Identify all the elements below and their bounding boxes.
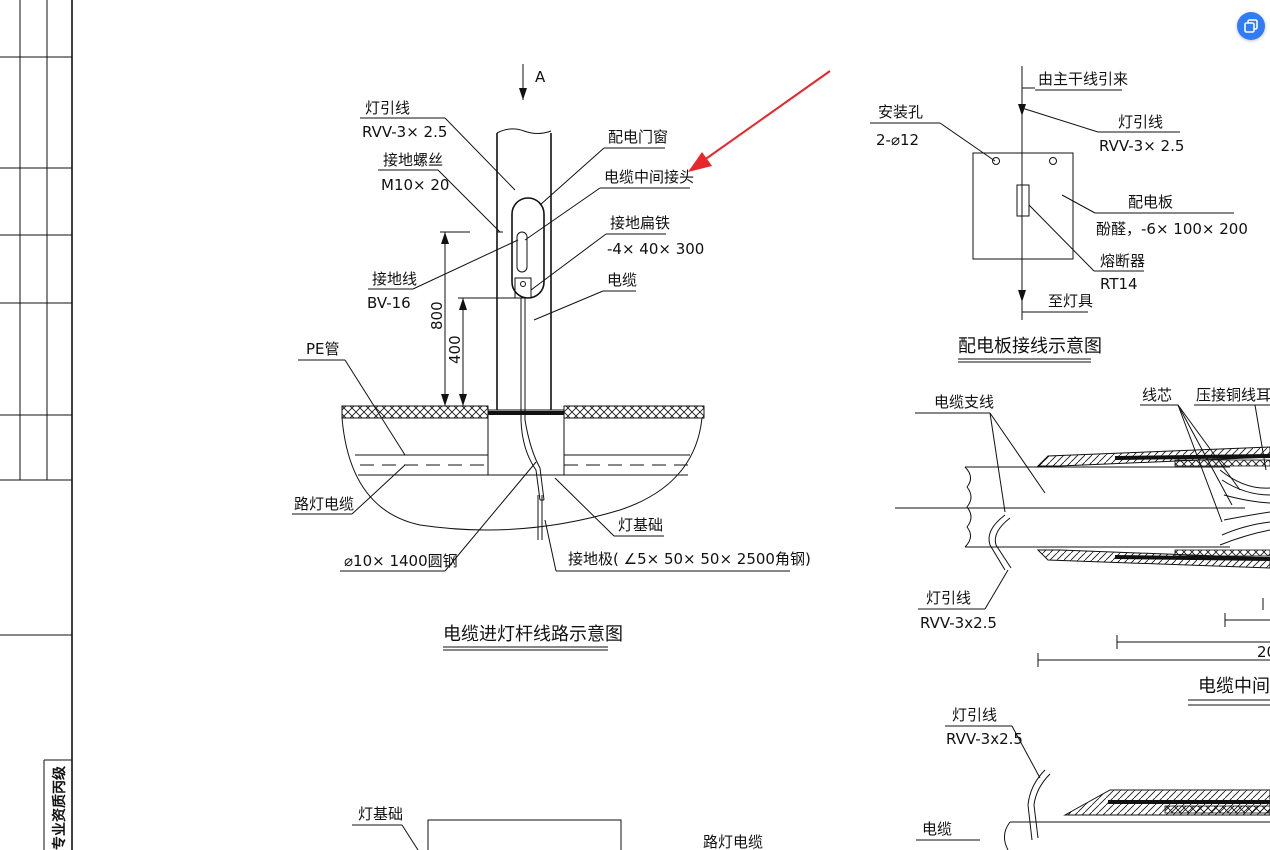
label-ground-wire: 接地线 [372, 270, 417, 288]
label-ground-plate: 接地极( ∠5× 50× 50× 2500角钢) [568, 550, 811, 568]
label-flat-iron: 接地扁铁 [610, 214, 670, 232]
board-diagram: 由主干线引来 安装孔 2-⌀12 灯引线 RVV-3× 2.5 配电板 酚醛，-… [870, 66, 1248, 363]
pole-diagram: A 800 [292, 64, 811, 651]
bottom-partial-diagrams: 灯引线 RVV-3x2.5 电缆 灯基础 路灯电缆 [352, 706, 1270, 850]
bottom-label-cable: 电缆 [922, 820, 952, 838]
board-diagram-title: 配电板接线示意图 [958, 336, 1102, 357]
copy-icon [1244, 19, 1258, 33]
joint-label-branch: 电缆支线 [934, 393, 994, 411]
vertical-credential-text: 专业资质丙级 [51, 765, 68, 850]
annotation-arrow [688, 70, 831, 172]
title-block-strip: 专业资质丙级 [0, 0, 73, 850]
joint-label-lamp-wire: 灯引线 [926, 589, 971, 607]
board-label-hole-spec: 2-⌀12 [876, 131, 919, 149]
board-label-fuse-spec: RT14 [1100, 275, 1138, 293]
dim-800: 800 [428, 301, 446, 330]
board-label-from-main: 由主干线引来 [1038, 70, 1128, 88]
pole-diagram-title: 电缆进灯杆线路示意图 [443, 624, 623, 645]
joint-label-lug: 压接铜线耳 [1196, 386, 1270, 404]
board-label-lamp-wire: 灯引线 [1118, 113, 1163, 131]
joint-label-lamp-wire-spec: RVV-3x2.5 [920, 614, 997, 632]
label-door: 配电门窗 [608, 128, 668, 146]
bottom-label-foundation: 灯基础 [358, 805, 403, 823]
label-flat-iron-spec: -4× 40× 300 [607, 240, 704, 258]
label-street-cable: 路灯电缆 [294, 495, 354, 513]
board-label-fuse: 熔断器 [1100, 252, 1145, 270]
label-lamp-wire-spec: RVV-3× 2.5 [362, 123, 447, 141]
board-label-lamp-wire-spec: RVV-3× 2.5 [1099, 137, 1184, 155]
label-ground-wire-spec: BV-16 [367, 294, 411, 312]
label-joint: 电缆中间接头 [604, 168, 694, 186]
joint-diagram: 电缆支线 线芯 压接铜线耳 灯引线 RVV-3x2.5 20 电缆中间接 [895, 386, 1270, 706]
board-label-board: 配电板 [1128, 193, 1173, 211]
label-foundation: 灯基础 [618, 516, 663, 534]
label-steel-rod: ⌀10× 1400圆钢 [344, 552, 458, 570]
bottom-label-lamp-wire-spec: RVV-3x2.5 [946, 730, 1023, 748]
label-ground-screw: 接地螺丝 [383, 151, 443, 169]
bottom-label-lamp-wire: 灯引线 [952, 706, 997, 724]
joint-diagram-title: 电缆中间接 [1198, 676, 1270, 697]
dim-400: 400 [446, 335, 464, 364]
label-ground-screw-spec: M10× 20 [381, 176, 449, 194]
pole-arrow-label: A [535, 68, 546, 86]
board-label-hole: 安装孔 [878, 103, 923, 121]
board-label-board-spec: 酚醛，-6× 100× 200 [1096, 220, 1248, 238]
label-lamp-wire: 灯引线 [365, 99, 410, 117]
joint-label-core: 线芯 [1142, 386, 1172, 404]
board-label-to-lamp: 至灯具 [1048, 292, 1093, 310]
label-pe-pipe: PE管 [306, 340, 340, 358]
label-cable: 电缆 [607, 271, 637, 289]
bottom-label-street-cable: 路灯电缆 [703, 833, 763, 850]
joint-dim-partial: 20 [1257, 643, 1270, 661]
floating-copy-button[interactable] [1237, 12, 1265, 40]
